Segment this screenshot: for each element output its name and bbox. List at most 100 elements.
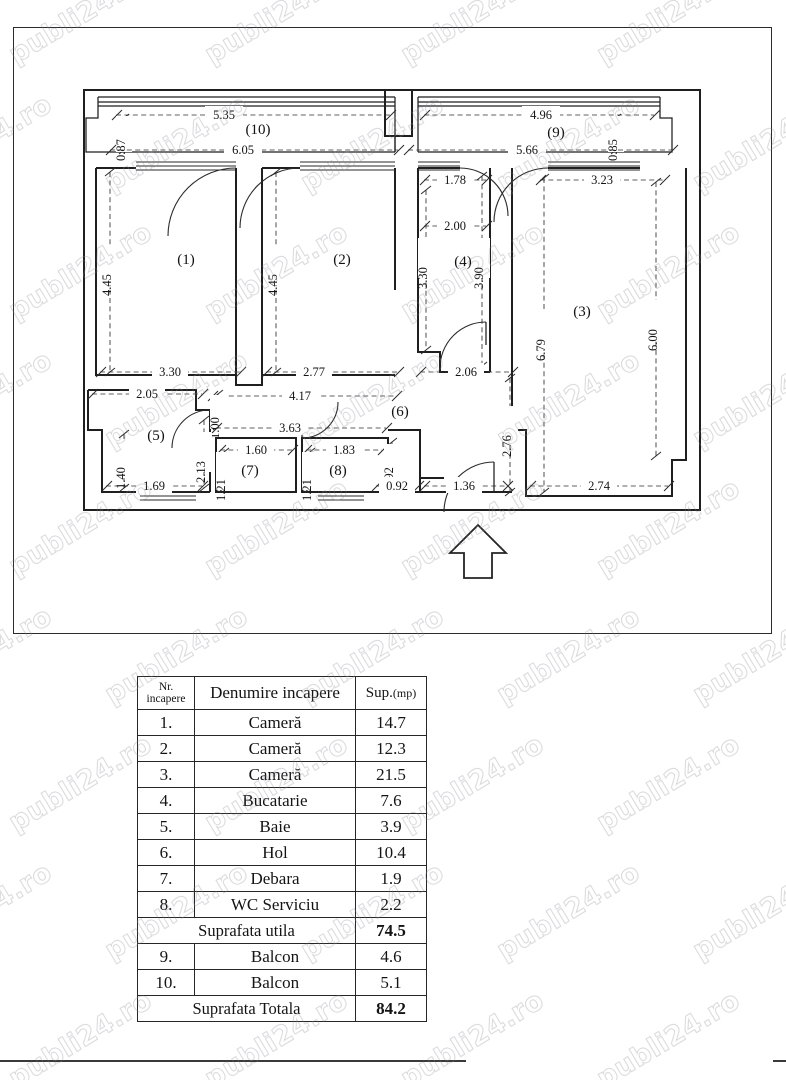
row-sup: 7.6 — [355, 787, 427, 814]
row-nr: 7. — [137, 865, 195, 892]
dim-label: 1.40 — [114, 467, 128, 489]
dim-1-21-room8: 1.21 — [300, 447, 318, 501]
dim-1-83: 1.83 — [301, 441, 389, 457]
dim-label: 3.30 — [159, 365, 181, 379]
dim-4-45-room1: 4.45 — [100, 167, 118, 377]
watermark-text: publi24.ro — [687, 856, 786, 967]
dim-1-60: 1.60 — [215, 441, 299, 457]
room-2-walls — [239, 161, 396, 376]
dim-6-00: 6.00 — [646, 177, 664, 461]
row-name: Balcon — [194, 969, 356, 996]
row-name: Debara — [194, 865, 356, 892]
dim-2-74: 2.74 — [525, 477, 675, 493]
dim-label: 1.78 — [444, 173, 466, 187]
dim-2-05: 2.05 — [87, 385, 209, 401]
dim-4-96: 4.96 — [419, 106, 661, 122]
balcony-10-structure — [85, 96, 396, 153]
dim-label: 4.96 — [530, 108, 552, 122]
dim-2-06: 2.06 — [415, 363, 519, 379]
header-nr-line2: incapere — [146, 693, 186, 705]
subtotal-row: Suprafata utila 74.5 — [137, 917, 427, 944]
dim-label: 2.76 — [500, 435, 514, 457]
dim-label: 1.83 — [333, 443, 355, 457]
dim-label: 2.05 — [136, 387, 158, 401]
dim-3-63: 3.63 — [211, 419, 393, 435]
table-row: 7. Debara 1.9 — [137, 865, 427, 892]
row-nr: 6. — [137, 839, 195, 866]
dim-label: 6.79 — [534, 339, 548, 361]
subtotal-value: 74.5 — [355, 917, 427, 944]
dim-label: 1.21 — [300, 479, 314, 501]
dim-label: 4.45 — [266, 274, 280, 296]
dim-label: 1.36 — [453, 479, 475, 493]
row-name: Balcon — [194, 943, 356, 970]
dim-label: 2.00 — [444, 219, 466, 233]
row-nr: 1. — [137, 709, 195, 736]
room-label-2: (2) — [333, 252, 351, 268]
row-name: Cameră — [194, 735, 356, 762]
dim-1-40: 1.40 — [114, 429, 132, 493]
table-row: 5. Baie 3.9 — [137, 813, 427, 840]
row-nr: 5. — [137, 813, 195, 840]
dim-label: 4.45 — [100, 274, 114, 296]
row-sup: 4.6 — [355, 943, 427, 970]
dim-label: 3.30 — [416, 267, 430, 289]
dim-1-00: 1.00 — [208, 389, 226, 439]
partition-room1-room2 — [235, 290, 263, 386]
dim-2-76: 2.76 — [500, 373, 518, 497]
total-row: Suprafata Totala 84.2 — [137, 995, 427, 1022]
dim-4-45-room2: 4.45 — [266, 167, 284, 377]
dim-label: 4.17 — [289, 389, 311, 403]
dim-label: 2.74 — [588, 479, 611, 493]
dim-1-69: 1.69 — [101, 477, 209, 493]
dim-4-17: 4.17 — [207, 387, 403, 403]
dim-0-85: 0.85 — [606, 113, 624, 161]
room-label-8: (8) — [329, 463, 347, 479]
dim-label: 3.23 — [591, 173, 613, 187]
row-sup: 14.7 — [355, 709, 427, 736]
row-sup: 12.3 — [355, 735, 427, 762]
row-name: Baie — [194, 813, 356, 840]
dim-2-00: 2.00 — [419, 217, 493, 233]
dim-6-05: 6.05 — [105, 141, 405, 157]
watermark-text: publi24.ro — [3, 728, 158, 839]
dim-5-66: 5.66 — [403, 141, 679, 157]
table-row: 10. Balcon 5.1 — [137, 969, 427, 996]
dim-label: 6.05 — [232, 143, 254, 157]
watermark-text: publi24.ro — [0, 856, 58, 967]
table-row: 6. Hol 10.4 — [137, 839, 427, 866]
entrance-arrow — [447, 523, 509, 579]
header-nr-line1: Nr. — [158, 681, 174, 693]
dim-6-79: 6.79 — [534, 173, 552, 497]
header-suprafata: Sup.(mp) — [355, 676, 427, 710]
dim-label: 3.90 — [472, 267, 486, 289]
row-sup: 1.9 — [355, 865, 427, 892]
watermark-text: publi24.ro — [591, 728, 746, 839]
table-header-row: Nr. incapere Denumire incapere Sup.(mp) — [137, 676, 427, 710]
header-denumire-incapere: Denumire incapere — [194, 676, 356, 710]
room-label-10: (10) — [246, 122, 271, 138]
room-label-3: (3) — [573, 304, 591, 320]
dim-label: 1.69 — [143, 479, 165, 493]
table-row: 8. WC Serviciu 2.2 — [137, 891, 427, 918]
total-value: 84.2 — [355, 995, 427, 1022]
dim-label: 2.06 — [455, 365, 477, 379]
room-schedule-table: Nr. incapere Denumire incapere Sup.(mp) … — [137, 676, 427, 1022]
dim-label: 0.92 — [386, 479, 408, 493]
facade-pier — [384, 90, 413, 152]
dim-label: 3.63 — [279, 421, 301, 435]
table-row: 2. Cameră 12.3 — [137, 735, 427, 762]
dim-2-13: 2.13 — [194, 415, 212, 493]
row-nr: 3. — [137, 761, 195, 788]
room-label-9: (9) — [547, 125, 565, 141]
subtotal-label: Suprafata utila — [137, 917, 356, 944]
table-row: 1. Cameră 14.7 — [137, 709, 427, 736]
table-row: 9. Balcon 4.6 — [137, 943, 427, 970]
table-row: 4. Bucatarie 7.6 — [137, 787, 427, 814]
dim-5-35: 5.35 — [111, 106, 397, 122]
room-label-7: (7) — [241, 463, 259, 479]
dim-label: 5.35 — [213, 108, 235, 122]
header-sup-text: Sup. — [365, 684, 393, 701]
dim-1-78: 1.78 — [419, 171, 493, 187]
row-sup: 3.9 — [355, 813, 427, 840]
